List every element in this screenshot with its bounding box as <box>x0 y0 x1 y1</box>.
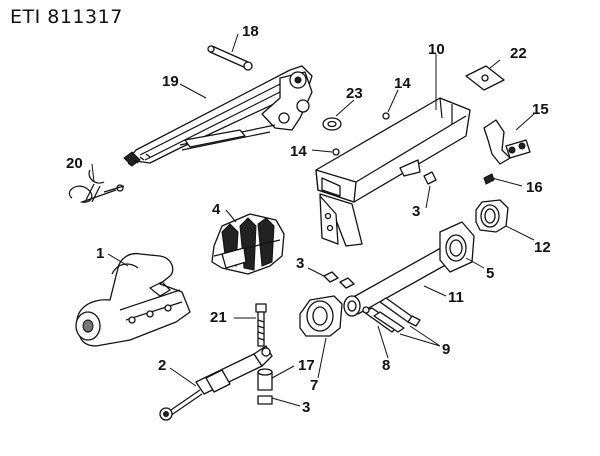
part-7-bushing <box>299 295 343 337</box>
part-21-bolt <box>255 303 267 347</box>
part-3-nut-bottom <box>257 395 273 405</box>
part-17-sleeve <box>257 368 273 391</box>
part-23-washer <box>322 117 342 131</box>
part-14-screw-top <box>382 112 390 120</box>
part-19-brake-lever <box>123 65 313 167</box>
part-12-bushing <box>475 199 509 233</box>
label-3-top: 3 <box>412 203 420 220</box>
part-1-coupling-head <box>75 252 191 347</box>
part-10-drawbar-housing <box>315 97 471 247</box>
label-9: 9 <box>442 341 450 358</box>
part-3-nut-top <box>423 171 437 185</box>
label-4: 4 <box>212 201 221 218</box>
label-20: 20 <box>66 155 83 172</box>
part-14-screw-left <box>332 148 340 156</box>
label-14-left: 14 <box>290 143 307 160</box>
part-2-shock-absorber <box>159 345 273 421</box>
label-21: 21 <box>210 309 227 326</box>
part-9-bolt-upper <box>379 297 421 327</box>
part-3-nut-middle <box>323 271 355 289</box>
label-12: 12 <box>534 239 551 256</box>
part-5-flange <box>439 221 475 273</box>
label-23: 23 <box>346 85 363 102</box>
label-5: 5 <box>486 265 494 282</box>
label-18: 18 <box>242 23 259 40</box>
label-19: 19 <box>162 73 179 90</box>
part-18-pin <box>207 45 253 71</box>
label-1: 1 <box>96 245 104 262</box>
label-3-bottom: 3 <box>302 399 310 416</box>
part-15-latch-lever <box>483 119 531 165</box>
diagram-title: ETI 811317 <box>10 6 123 28</box>
part-9-bolt-lower <box>373 311 405 333</box>
label-10: 10 <box>428 41 445 58</box>
label-16: 16 <box>526 179 543 196</box>
label-22: 22 <box>510 45 527 62</box>
label-15: 15 <box>532 101 549 118</box>
label-2: 2 <box>158 357 166 374</box>
part-20-spring-clip <box>68 169 125 203</box>
part-16-pin <box>483 173 495 185</box>
label-8: 8 <box>382 357 390 374</box>
label-7: 7 <box>310 377 318 394</box>
label-14-top: 14 <box>394 75 411 92</box>
label-3-middle: 3 <box>296 255 304 272</box>
part-4-bellows <box>211 213 285 275</box>
label-17: 17 <box>298 357 315 374</box>
label-11: 11 <box>448 289 464 306</box>
callout-labels: 18 19 20 1 4 2 21 17 3 3 7 8 9 11 5 12 3… <box>66 23 551 416</box>
leader-lines <box>91 33 535 407</box>
part-22-plate <box>465 65 505 91</box>
